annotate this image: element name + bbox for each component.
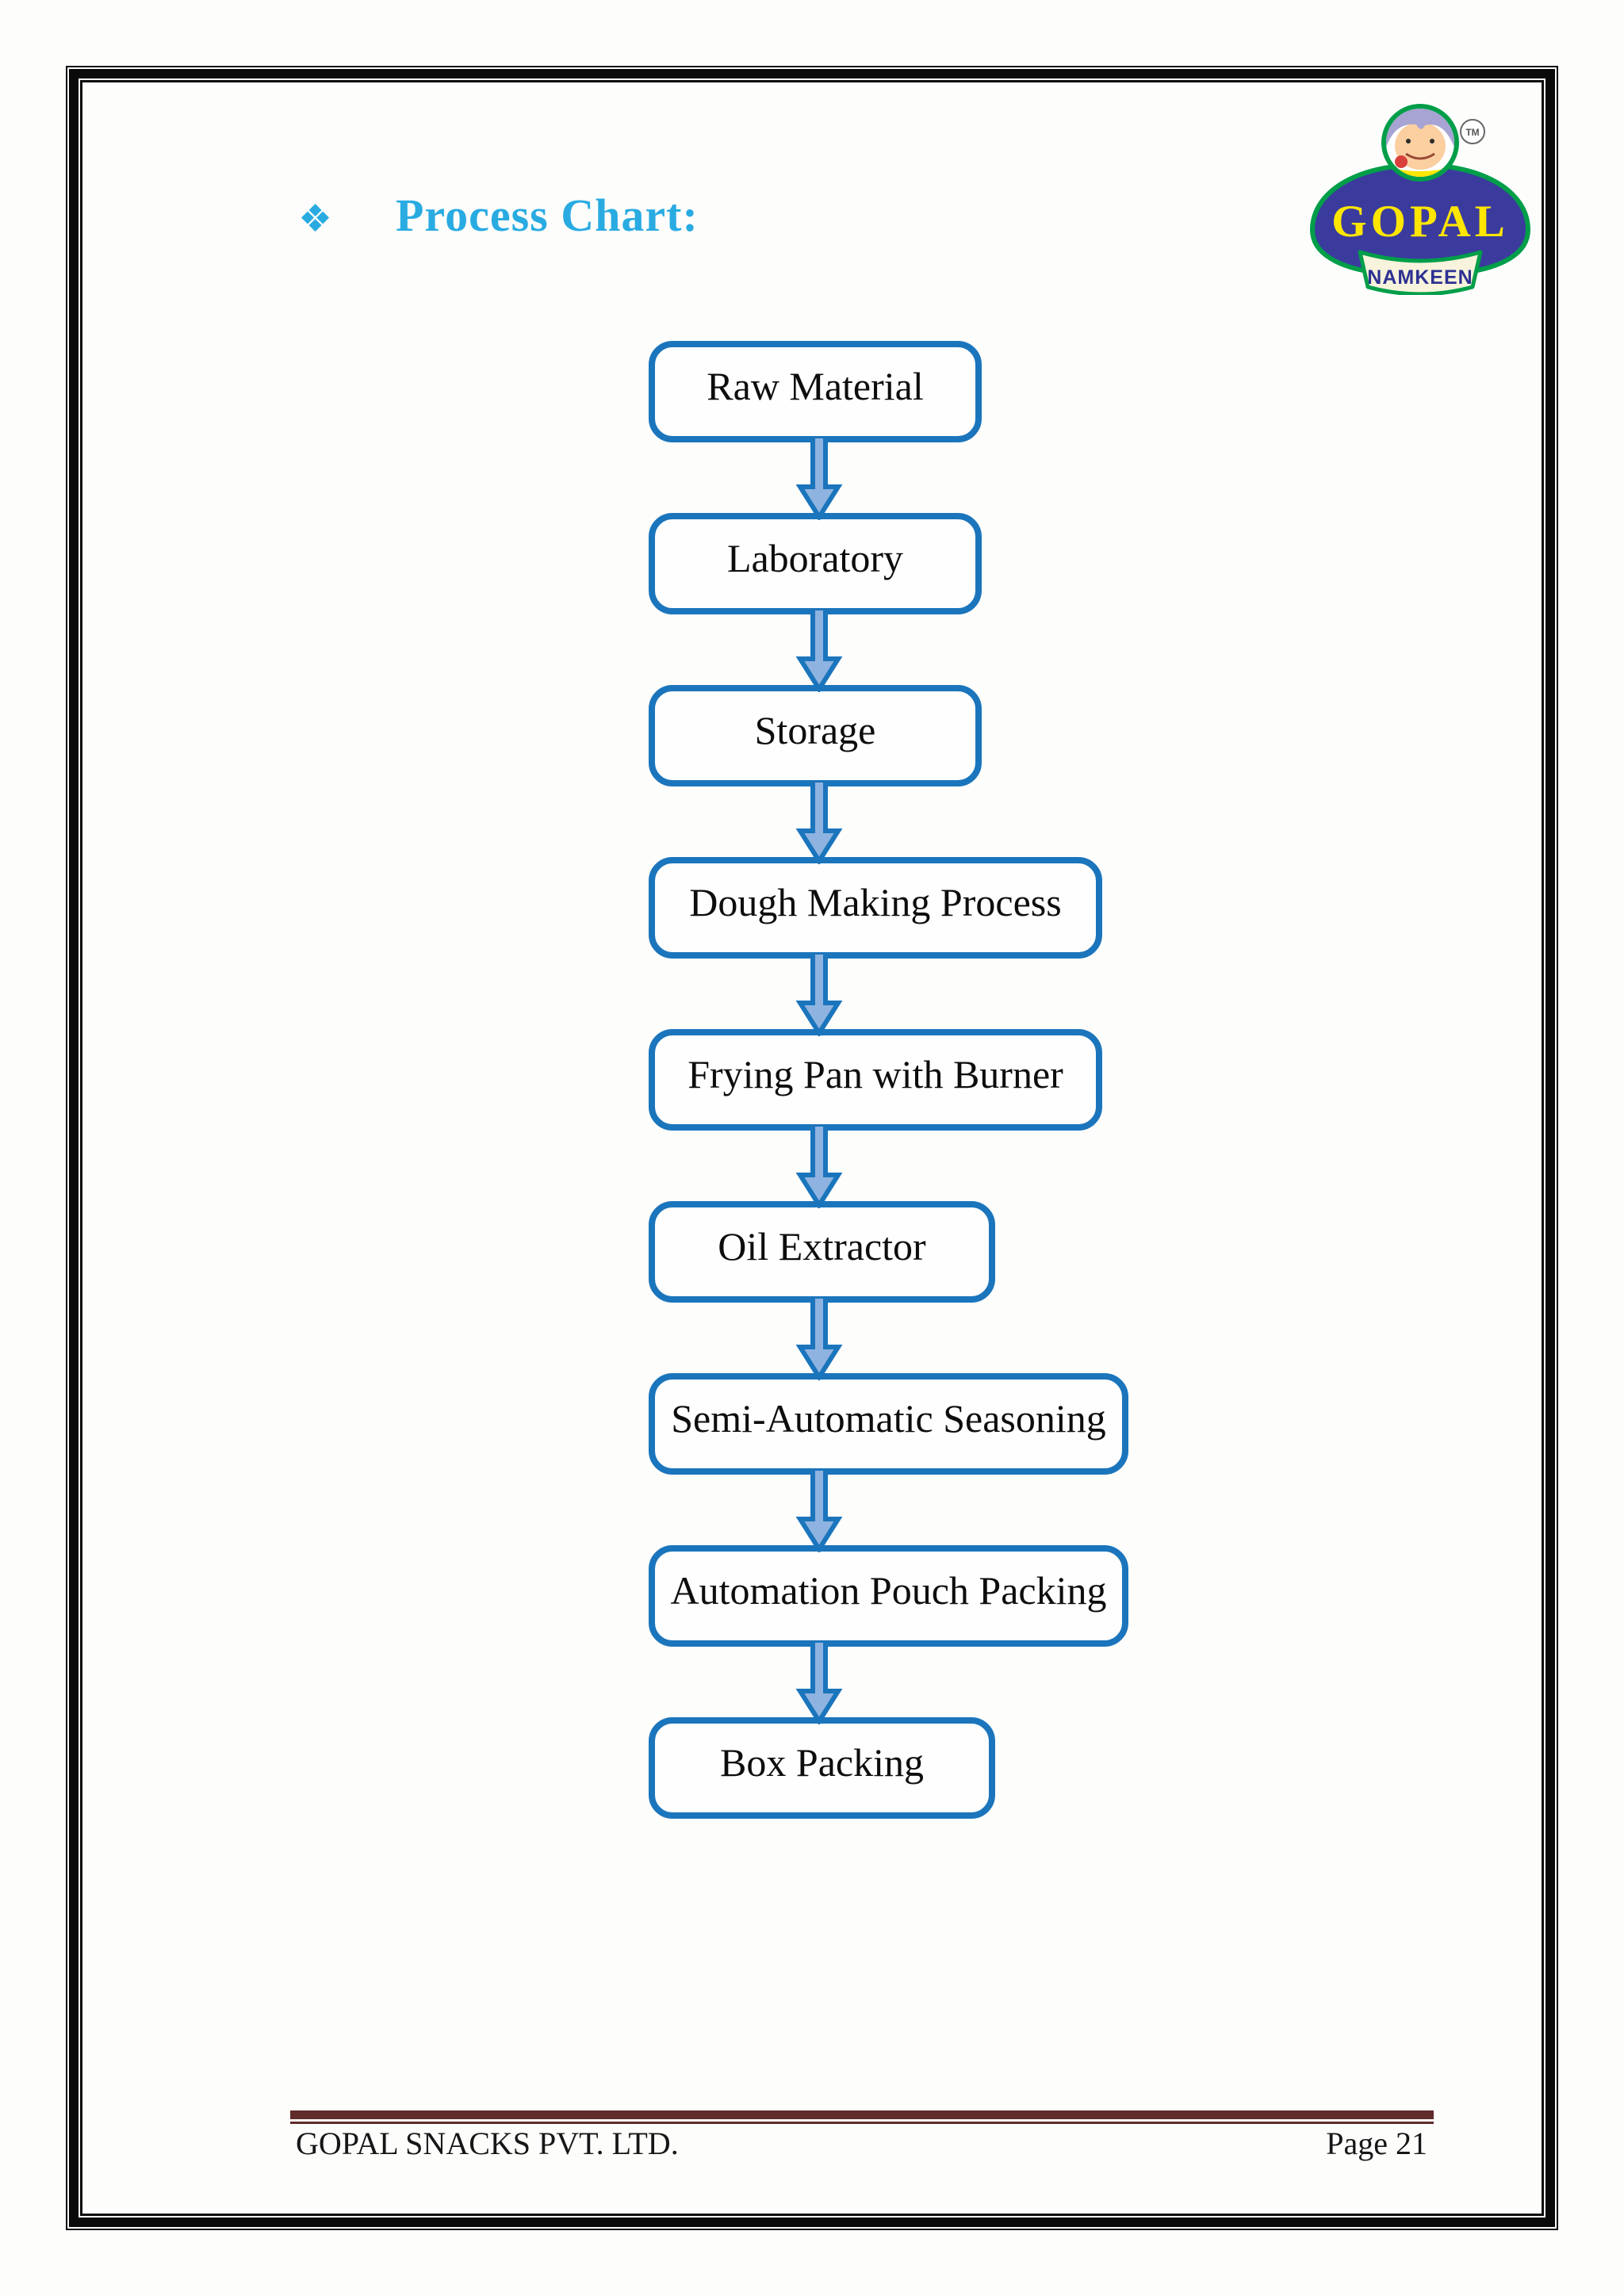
flow-step-label: Storage	[754, 708, 876, 752]
flow-arrow-down-icon	[795, 952, 843, 1036]
flow-step-storage: Storage	[649, 685, 982, 786]
flow-step-dough-making: Dough Making Process	[649, 857, 1102, 959]
footer-divider	[290, 2110, 1434, 2124]
flow-step-seasoning: Semi-Automatic Seasoning	[649, 1373, 1128, 1475]
flow-step-label: Oil Extractor	[718, 1224, 926, 1269]
flow-step-frying-pan: Frying Pan with Burner	[649, 1029, 1102, 1131]
footer-page-number: Page 21	[1326, 2126, 1427, 2161]
flow-step-label: Automation Pouch Packing	[670, 1568, 1107, 1613]
flow-step-pouch-packing: Automation Pouch Packing	[649, 1545, 1128, 1647]
flow-arrow-down-icon	[795, 780, 843, 864]
svg-text:TM: TM	[1465, 127, 1479, 138]
flow-arrow-down-icon	[795, 1640, 843, 1724]
logo-boy-face	[1381, 104, 1459, 182]
page-border	[66, 66, 1558, 2230]
flow-arrow-down-icon	[795, 436, 843, 520]
logo-tagline-text: NAMKEEN	[1367, 266, 1473, 289]
diamond-bullet-icon: ❖	[298, 197, 333, 241]
flow-step-label: Frying Pan with Burner	[688, 1052, 1063, 1096]
page-title: Process Chart:	[396, 189, 699, 241]
flow-step-box-packing: Box Packing	[649, 1717, 995, 1819]
gopal-namkeen-logo: GOPAL NAMKEEN TM	[1309, 104, 1531, 295]
flow-step-raw-material: Raw Material	[649, 341, 982, 442]
footer-company-name: GOPAL SNACKS PVT. LTD.	[296, 2126, 679, 2161]
flow-arrow-down-icon	[795, 1124, 843, 1208]
flow-step-label: Semi-Automatic Seasoning	[671, 1396, 1106, 1441]
flow-step-label: Laboratory	[726, 536, 904, 580]
flow-step-label: Raw Material	[707, 364, 924, 408]
flow-step-laboratory: Laboratory	[649, 513, 982, 614]
logo-ribbon-shape	[1358, 250, 1483, 295]
logo-brand-text: GOPAL	[1331, 197, 1508, 247]
flow-arrow-down-icon	[795, 1296, 843, 1380]
trademark-icon: TM	[1460, 119, 1485, 144]
flow-arrow-down-icon	[795, 1468, 843, 1552]
flow-step-label: Dough Making Process	[689, 880, 1062, 924]
flow-arrow-down-icon	[795, 608, 843, 692]
flow-step-label: Box Packing	[720, 1740, 924, 1785]
flow-step-oil-extractor: Oil Extractor	[649, 1201, 995, 1303]
